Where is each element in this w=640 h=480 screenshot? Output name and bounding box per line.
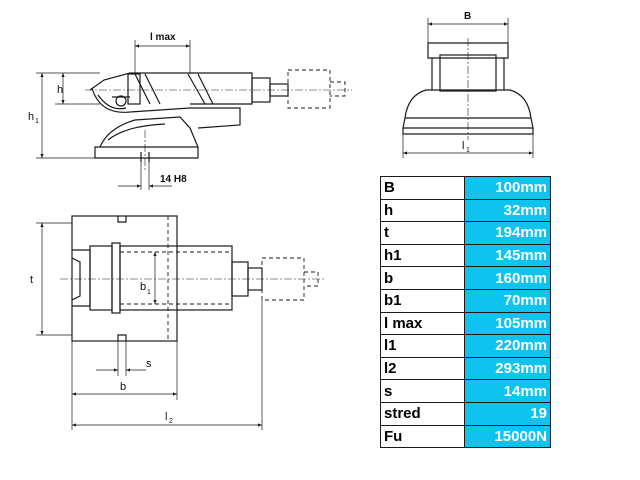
spec-value: 145mm bbox=[464, 243, 551, 268]
spec-value: 100mm bbox=[464, 176, 551, 200]
spec-value: 19 bbox=[464, 401, 551, 426]
spec-param: l1 bbox=[380, 334, 465, 358]
spec-value: 14mm bbox=[464, 379, 551, 403]
label-b1-sub: 1 bbox=[147, 289, 151, 296]
spec-value: 15000N bbox=[464, 424, 551, 449]
spec-value: 160mm bbox=[464, 266, 551, 290]
front-view: B l 1 bbox=[402, 11, 534, 158]
spec-param: t bbox=[380, 221, 465, 245]
spec-value: 293mm bbox=[464, 356, 551, 381]
spec-param: b bbox=[380, 266, 465, 290]
spec-param: l max bbox=[380, 311, 465, 336]
spec-value: 105mm bbox=[464, 311, 551, 336]
label-l-max: l max bbox=[150, 32, 176, 43]
spec-param: stred bbox=[380, 401, 465, 426]
spec-param: B bbox=[380, 176, 465, 200]
label-b1: b bbox=[140, 281, 146, 293]
label-b: b bbox=[120, 381, 126, 393]
top-view: t b 1 s b l 2 bbox=[30, 215, 325, 430]
spec-param: h bbox=[380, 198, 465, 223]
spec-value: 220mm bbox=[464, 334, 551, 358]
label-h1-sub: 1 bbox=[35, 118, 39, 125]
label-l2-sub: 2 bbox=[169, 418, 173, 425]
side-view: l max h h 1 14 H8 bbox=[28, 32, 352, 190]
spec-param: Fu bbox=[380, 424, 465, 449]
label-h: h bbox=[57, 84, 63, 96]
spec-param: s bbox=[380, 379, 465, 403]
label-B: B bbox=[464, 11, 471, 22]
spec-param: l2 bbox=[380, 356, 465, 381]
spec-param: b1 bbox=[380, 288, 465, 313]
label-t: t bbox=[30, 274, 33, 286]
spec-param: h1 bbox=[380, 243, 465, 268]
label-slot-14h8: 14 H8 bbox=[160, 174, 187, 185]
label-h1: h bbox=[28, 111, 34, 123]
label-l1-sub: 1 bbox=[466, 147, 470, 154]
spec-value: 194mm bbox=[464, 221, 551, 245]
label-s: s bbox=[146, 358, 152, 370]
label-l2: l bbox=[165, 411, 167, 423]
spec-value: 70mm bbox=[464, 288, 551, 313]
label-l1: l bbox=[462, 140, 464, 152]
spec-value: 32mm bbox=[464, 198, 551, 223]
